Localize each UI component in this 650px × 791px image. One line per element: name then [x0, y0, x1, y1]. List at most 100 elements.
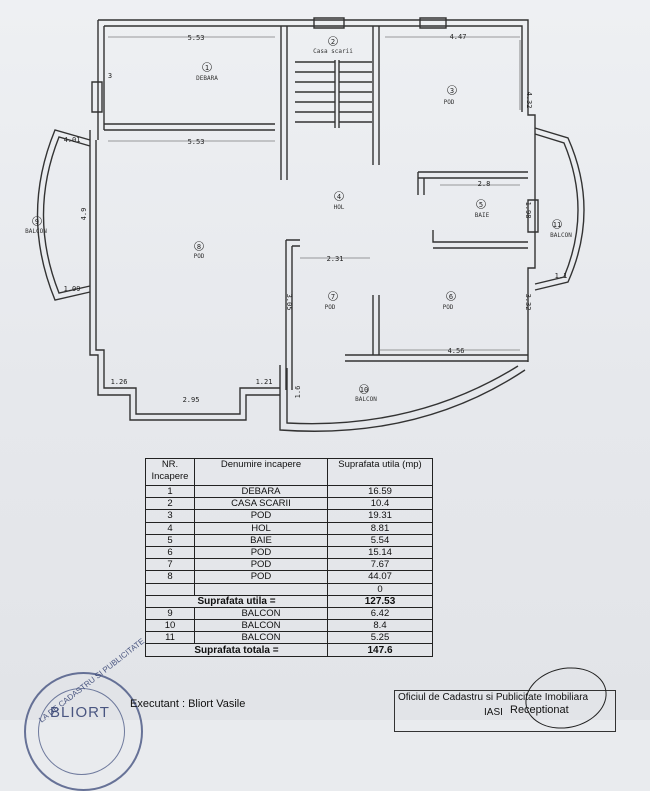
cell-area: 5.25	[327, 631, 433, 645]
cell-name	[194, 582, 328, 596]
room-8-label: POD	[194, 253, 205, 260]
room-9-number: 9	[35, 218, 39, 226]
cell-area: 7.67	[327, 558, 433, 572]
balcony-bottom	[279, 365, 526, 432]
cell-name: BALCON	[194, 631, 328, 645]
room-10-number: 10	[360, 386, 368, 394]
subtotal-value: 127.53	[327, 594, 433, 608]
cell-area: 10.4	[327, 497, 433, 511]
outer-wall	[98, 19, 536, 362]
cell-nr: 9	[145, 606, 195, 621]
cell-name: POD	[194, 558, 328, 572]
wall-bottom-rooms	[285, 239, 300, 390]
cell-name: POD	[194, 509, 328, 523]
dim-left-wall: 1.26	[111, 378, 128, 386]
executant-text: Executant : Bliort Vasile	[130, 698, 246, 710]
cell-name: CASA SCARII	[194, 497, 328, 511]
wall-stair-left	[280, 26, 288, 180]
cell-area: 16.59	[327, 484, 433, 499]
header-name: Denumire incapere	[194, 458, 328, 486]
window-left	[91, 81, 103, 113]
cell-nr	[145, 582, 195, 596]
cell-nr: 6	[145, 545, 195, 560]
balcony-left	[36, 129, 91, 301]
receptionat-text: Receptionat	[510, 704, 569, 716]
total-value: 147.6	[327, 643, 433, 657]
room-11-number: 11	[553, 221, 561, 229]
room-7-number: 7	[331, 293, 335, 301]
outer-wall-left	[89, 20, 280, 421]
cell-name: POD	[194, 545, 328, 560]
room-10-label: BALCON	[355, 396, 377, 403]
cell-area: 44.07	[327, 570, 433, 584]
cell-nr: 10	[145, 619, 195, 633]
dim-pod3-width: 4.47	[450, 33, 467, 41]
cell-name: HOL	[194, 521, 328, 535]
cell-area: 19.31	[327, 509, 433, 523]
balcony-left-inner	[42, 136, 91, 294]
dim-baie-depth: 1.98	[524, 202, 532, 219]
dim-pod6-width: 4.56	[448, 347, 465, 355]
room-5-number: 5	[479, 201, 483, 209]
dim-bottom-window: 2.95	[183, 396, 200, 404]
table-row: 0	[145, 582, 433, 596]
dim-right-wall: 1.21	[256, 378, 273, 386]
oficiu-text: Oficiul de Cadastru si Publicitate Imobi…	[398, 692, 589, 703]
cell-nr: 3	[145, 509, 195, 523]
room-1-label: DEBARA	[196, 75, 218, 82]
dim-pod6-depth: 3.32	[524, 294, 532, 311]
cell-area: 5.54	[327, 533, 433, 547]
wall-baie	[417, 171, 528, 249]
room-4-label: HOL	[334, 204, 345, 211]
outer-wall-left-inner	[95, 140, 280, 415]
cell-nr: 11	[145, 631, 195, 645]
cell-nr: 2	[145, 497, 195, 511]
cell-area: 6.42	[327, 606, 433, 621]
dim-pod3-depth: 4.32	[525, 92, 533, 109]
window-top	[313, 17, 345, 29]
dim-balcony-left-top: 4.01	[64, 136, 81, 144]
wall-room7	[345, 295, 528, 362]
header-area: Suprafata utila (mp)	[327, 458, 433, 486]
floor-plan: 1 DEBARA 2 Casa scarii 3 POD 4 HOL 5 BAI…	[25, 17, 585, 432]
cell-name: DEBARA	[194, 484, 328, 499]
table-header-row: NR. Incapere Denumire incapere Suprafata…	[145, 458, 433, 486]
room-4-number: 4	[337, 193, 341, 201]
outer-wall-inner	[104, 25, 523, 112]
subtotal-row: Suprafata utila = 127.53	[145, 594, 433, 608]
wall-stair-right	[372, 26, 380, 165]
dim-balcony-left-bottom: 1.09	[64, 285, 81, 293]
room-9-label: BALCON	[25, 228, 47, 235]
rooms-table: NR. Incapere Denumire incapere Suprafata…	[145, 458, 433, 657]
oficiu-city: IASI	[484, 707, 503, 718]
stamp-inner	[38, 688, 125, 775]
room-7-label: POD	[325, 304, 336, 311]
room-1-number: 1	[205, 64, 209, 72]
balcony-right	[534, 127, 585, 291]
total-row: Suprafata totala = 147.6	[145, 643, 433, 657]
wall-debara	[104, 123, 275, 131]
dim-balcony-left-depth: 4.9	[80, 208, 88, 221]
cell-nr: 1	[145, 484, 195, 499]
cell-name: BALCON	[194, 606, 328, 621]
cell-name: POD	[194, 570, 328, 584]
cell-area: 8.81	[327, 521, 433, 535]
room-8-number: 8	[197, 243, 201, 251]
window-right	[527, 199, 539, 233]
cell-area: 15.14	[327, 545, 433, 560]
dim-pod7-depth: 3.05	[285, 294, 293, 311]
balcony-bottom-inner	[286, 365, 519, 425]
room-5-label: BAIE	[475, 212, 490, 219]
cell-name: BAIE	[194, 533, 328, 547]
cell-name: BALCON	[194, 619, 328, 633]
cell-nr: 7	[145, 558, 195, 572]
room-2-label: Casa scarii	[313, 48, 353, 55]
cell-nr: 5	[145, 533, 195, 547]
stairs	[295, 60, 372, 128]
